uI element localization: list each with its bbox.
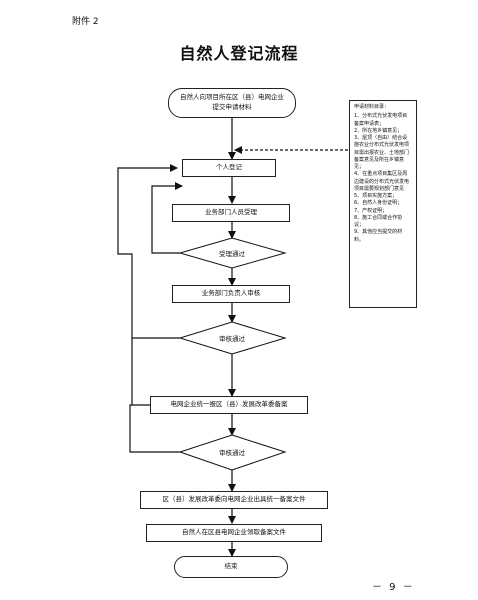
step-issue-filing-document: 区（县）发展改革委向电网企业出具统一备案文件 [140, 491, 328, 509]
materials-list-item: 8、施工合同或合作协议； [354, 214, 403, 228]
loop-decision3-return [129, 404, 180, 453]
decision1-diamond [178, 237, 287, 269]
step-personal-registration: 个人登记 [182, 159, 276, 177]
loop-decision2-return [117, 164, 180, 339]
materials-list-item: 3、屋顶（自由）结合设施农业分布式光伏发电项目需出报农业、土地部门备案意见及所在… [354, 135, 410, 170]
loop-decision1-return [151, 182, 183, 254]
step-report-development-commission: 电网企业统一报区（县）发展改革委备案 [150, 396, 308, 414]
materials-list-panel: 申请材料目录： 1、分布式光伏发电项目备案申请表； 2、所在地乡镇意见； 3、屋… [349, 100, 417, 308]
materials-list-item: 6、自然人身份证明； [354, 200, 403, 207]
materials-list-item: 2、所在地乡镇意见； [354, 127, 403, 134]
decision2-diamond [178, 321, 287, 355]
attachment-label: 附件 2 [72, 17, 99, 27]
materials-list-item: 1、分布式光伏发电项目备案申请表； [354, 113, 408, 127]
page-title: 自然人登记流程 [179, 44, 299, 63]
step-collect-filing-document: 自然人在区县电网企业领取备案文件 [146, 524, 322, 542]
materials-list-item: 5、项目实施方案； [354, 193, 398, 199]
step-manager-review: 业务部门负责人审核 [172, 285, 290, 303]
step-department-acceptance: 业务部门人员受理 [172, 204, 290, 222]
decision3-diamond [178, 434, 287, 471]
materials-list-item: 7、产权证明； [354, 207, 388, 214]
decision-filing-label: 审核通过 [219, 449, 245, 457]
materials-list-item: 9、其他应当提交的材料。 [354, 229, 403, 243]
page-number: － 9 － [372, 582, 415, 593]
materials-list-item: 4、在重点项目集区及周边建设的分布式光伏发电项目需要规划部门意见 [354, 171, 410, 192]
start-node: 自然人向项目所在区（县）电网企业提交申请材料 [168, 88, 296, 118]
decision-acceptance-label: 受理通过 [219, 250, 245, 258]
decision-review-label: 审核通过 [219, 335, 245, 343]
materials-list-title: 申请材料目录： [354, 104, 390, 110]
end-node: 结束 [174, 556, 288, 578]
